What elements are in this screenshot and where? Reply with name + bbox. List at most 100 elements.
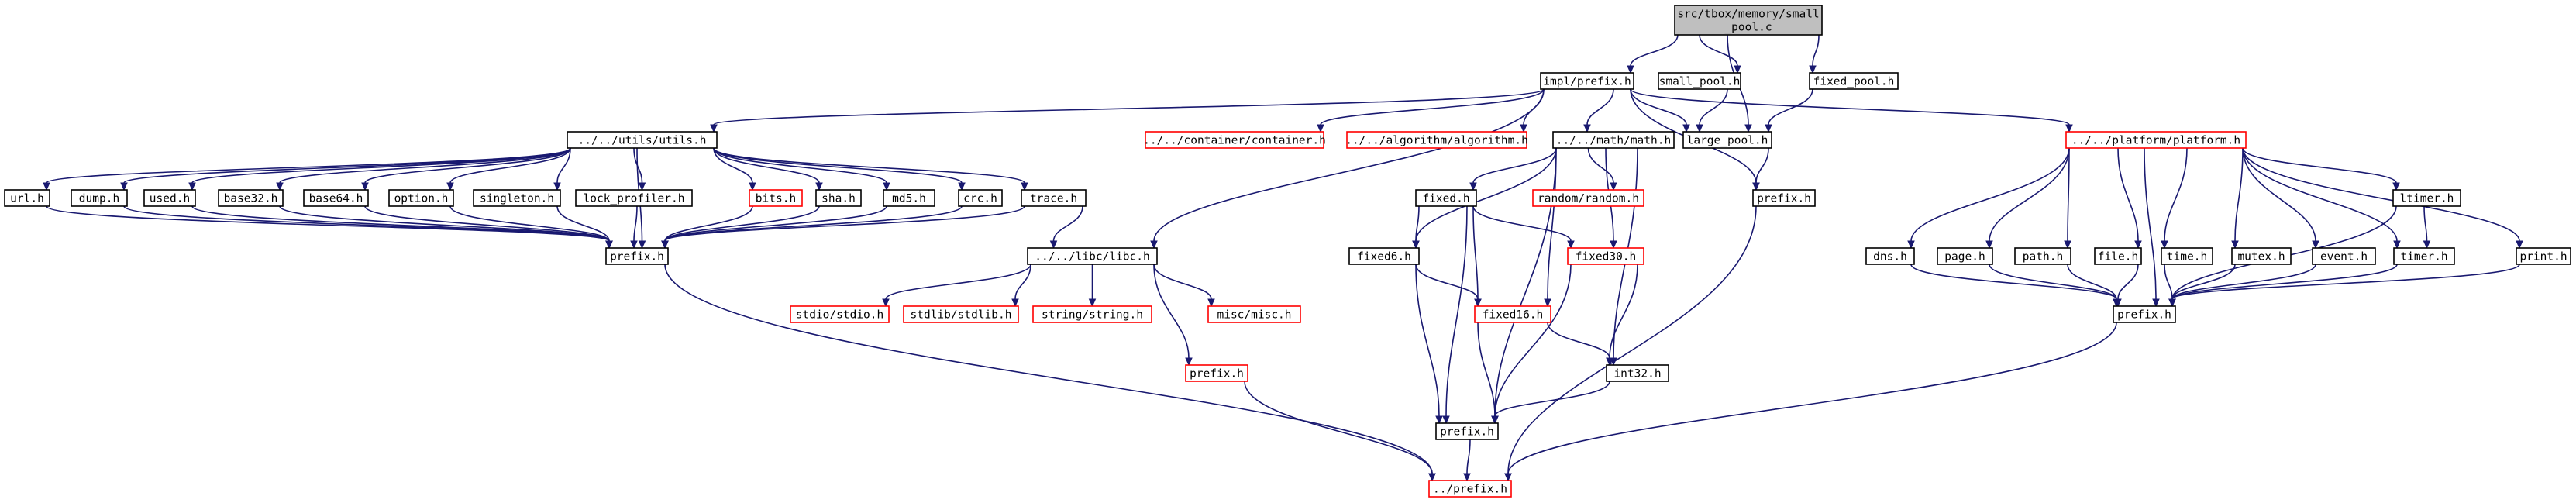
edge-utils-prefix-to-top-prefix (664, 264, 1436, 482)
node-stdlib[interactable]: stdlib/stdlib.h (903, 305, 1019, 323)
node-utils[interactable]: ../../utils/utils.h (567, 131, 718, 149)
node-random[interactable]: random/random.h (1532, 189, 1644, 207)
node-platform[interactable]: ../../platform/platform.h (2065, 131, 2247, 149)
edge-line (449, 147, 571, 184)
edge-line (191, 205, 610, 242)
node-label: prefix.h (1440, 426, 1494, 439)
node-int32[interactable]: int32.h (1606, 364, 1669, 382)
edge-impl-prefix-to-utils (710, 88, 1545, 133)
node-box (1752, 189, 1816, 207)
edge-line (713, 147, 887, 184)
node-mutex[interactable]: mutex.h (2231, 247, 2292, 265)
node-fixed-pool[interactable]: fixed_pool.h (1809, 72, 1899, 90)
node-fixed[interactable]: fixed.h (1415, 189, 1477, 207)
node-box (218, 189, 284, 207)
node-box (2161, 247, 2213, 265)
node-ltimer[interactable]: ltimer.h (2392, 189, 2461, 207)
node-print[interactable]: print.h (2516, 247, 2571, 265)
edge-line (664, 205, 820, 242)
node-dump[interactable]: dump.h (71, 189, 128, 207)
node-box (903, 305, 1019, 323)
node-impl-prefix[interactable]: impl/prefix.h (1540, 72, 1634, 90)
node-math-prefix[interactable]: prefix.h (1435, 422, 1499, 440)
node-mem-prefix[interactable]: prefix.h (1752, 189, 1816, 207)
edge-line (1477, 322, 1496, 417)
node-sha[interactable]: sha.h (815, 189, 862, 207)
node-box (143, 189, 196, 207)
node-box (303, 189, 369, 207)
node-label: ../../math/math.h (1556, 135, 1671, 147)
edge-arrowhead (2312, 240, 2319, 250)
node-small-pool[interactable]: small_pool.h (1658, 72, 1741, 90)
node-timer[interactable]: timer.h (2393, 247, 2455, 265)
edge-arrowhead (1610, 240, 1617, 250)
node-fixed16[interactable]: fixed16.h (1474, 305, 1551, 323)
node-bits[interactable]: bits.h (749, 189, 803, 207)
node-file[interactable]: file.h (2094, 247, 2142, 265)
node-string[interactable]: string/string.h (1032, 305, 1152, 323)
node-box (605, 247, 669, 265)
node-crc[interactable]: crc.h (958, 189, 1003, 207)
node-label: used.h (150, 193, 190, 205)
edge-trace-to-libc (1049, 205, 1083, 250)
node-algorithm[interactable]: ../../algorithm/algorithm.h (1345, 131, 1528, 149)
edge-root-to-fixed-pool (1809, 34, 1820, 74)
node-misc[interactable]: misc/misc.h (1207, 305, 1301, 323)
node-plat-prefix[interactable]: prefix.h (2113, 305, 2176, 323)
node-lock-profiler[interactable]: lock_profiler.h (575, 189, 693, 207)
edge-arrowhead (1696, 124, 1703, 133)
node-base64[interactable]: base64.h (303, 189, 369, 207)
node-label: mutex.h (2237, 251, 2285, 264)
node-fixed6[interactable]: fixed6.h (1348, 247, 1420, 265)
edge-line (1587, 147, 1614, 184)
node-utils-prefix[interactable]: prefix.h (605, 247, 669, 265)
node-box (2393, 247, 2455, 265)
edge-line (1547, 322, 1610, 359)
node-libc-prefix[interactable]: prefix.h (1185, 364, 1248, 382)
node-box (749, 189, 803, 207)
node-container[interactable]: ../../container/container.h (1143, 131, 1326, 149)
edge-arrowhead (2392, 182, 2400, 191)
node-md5[interactable]: md5.h (883, 189, 935, 207)
edge-line (1472, 205, 1479, 300)
node-path[interactable]: path.h (2014, 247, 2071, 265)
node-libc[interactable]: ../../libc/libc.h (1027, 247, 1158, 265)
node-dns[interactable]: dns.h (1865, 247, 1915, 265)
edge-arrowhead (2423, 240, 2431, 250)
node-time[interactable]: time.h (2161, 247, 2213, 265)
node-math[interactable]: ../../math/math.h (1552, 131, 1675, 149)
edge-line (1494, 381, 1610, 417)
node-box (1428, 480, 1512, 498)
edge-line (713, 88, 1545, 126)
node-singleton[interactable]: singleton.h (473, 189, 561, 207)
edge-libc-to-misc (1153, 264, 1215, 308)
node-label: prefix.h (2117, 309, 2171, 322)
node-fixed30[interactable]: fixed30.h (1567, 247, 1644, 265)
edge-math-to-fixed16 (1544, 147, 1557, 308)
edge-line (556, 147, 571, 184)
node-top-prefix[interactable]: ../prefix.h (1428, 480, 1512, 498)
edge-line (191, 147, 571, 184)
node-used[interactable]: used.h (143, 189, 196, 207)
edge-arrowhead (710, 124, 718, 133)
node-label: ../prefix.h (1433, 484, 1507, 496)
edge-line (364, 205, 610, 242)
node-trace[interactable]: trace.h (1021, 189, 1087, 207)
edge-line (1466, 439, 1471, 474)
node-label: prefix.h (1190, 368, 1244, 381)
node-url[interactable]: url.h (4, 189, 50, 207)
edge-line (2164, 264, 2173, 300)
node-label: ../../container/container.h (1143, 135, 1326, 147)
node-large-pool[interactable]: large_pool.h (1682, 131, 1772, 149)
node-box (2065, 131, 2247, 149)
node-event[interactable]: event.h (2312, 247, 2376, 265)
edge-line (279, 205, 610, 242)
node-stdio[interactable]: stdio/stdio.h (790, 305, 890, 323)
node-base32[interactable]: base32.h (218, 189, 284, 207)
edge-line (1910, 264, 2117, 300)
node-option[interactable]: option.h (388, 189, 454, 207)
edge-arrowhead (188, 182, 196, 191)
node-page[interactable]: page.h (1937, 247, 1993, 265)
node-label: md5.h (892, 193, 926, 205)
node-label: dns.h (1873, 251, 1907, 264)
